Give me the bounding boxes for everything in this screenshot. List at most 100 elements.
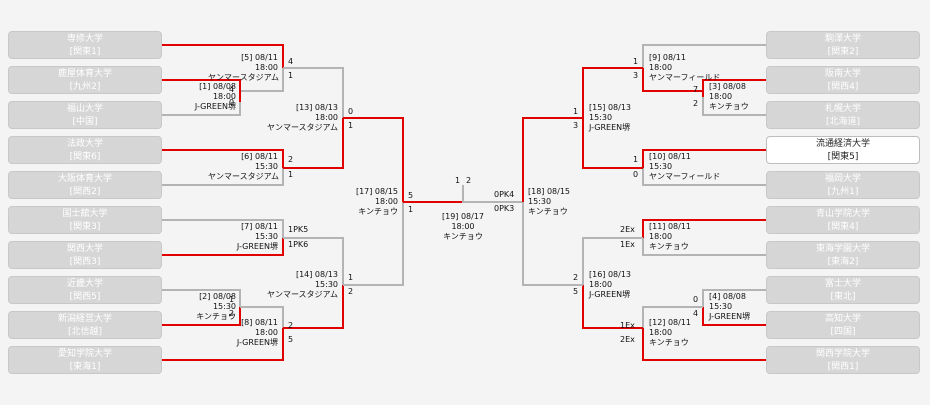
match-venue: J-GREEN堺 [709, 312, 751, 321]
match-venue: J-GREEN堺 [236, 338, 278, 347]
match-time: 15:30 [589, 113, 613, 122]
team-right-8[interactable]: 富士大学[東北] [766, 276, 920, 304]
score-m5-b: 1 [288, 71, 294, 80]
team-left-9[interactable]: 新潟経営大学[北信越] [8, 311, 162, 339]
team-name: 札幌大学 [824, 104, 861, 114]
team-left-5[interactable]: 大阪体育大学[関西2] [8, 171, 162, 199]
match-number-date: [13] 08/13 [295, 103, 338, 112]
team-left-6[interactable]: 国士舘大学[関東3] [8, 206, 162, 234]
team-right-10[interactable]: 関西学院大学[関西1] [766, 346, 920, 374]
match-number-date: [11] 08/11 [649, 222, 692, 231]
match-time: 18:00 [254, 63, 278, 72]
team-right-6[interactable]: 青山学院大学[関東4] [766, 206, 920, 234]
match-number-date: [3] 08/08 [709, 82, 746, 91]
score-m12-b: 2Ex [620, 335, 635, 344]
team-right-7[interactable]: 東海学園大学[東海2] [766, 241, 920, 269]
team-region: [東海1] [69, 362, 101, 372]
score-m19-b: 2 [466, 176, 472, 185]
match-venue: J-GREEN堺 [589, 290, 631, 299]
match-venue: キンチョウ [649, 338, 689, 347]
line-m16-top [582, 237, 643, 285]
team-left-2[interactable]: 鹿屋体育大学[九州2] [8, 66, 162, 94]
line-final-right [462, 185, 523, 203]
team-right-5[interactable]: 福岡大学[九州1] [766, 171, 920, 199]
score-m13-b: 1 [348, 121, 354, 130]
team-name: 青山学院大学 [815, 209, 870, 219]
line-m10-top [642, 149, 766, 168]
line-m3-bot [702, 97, 766, 116]
team-right-2[interactable]: 阪南大学[関西4] [766, 66, 920, 94]
match-number-date: [6] 08/11 [241, 152, 278, 161]
line-m4-top [702, 289, 766, 307]
team-left-8[interactable]: 近畿大学[関西5] [8, 276, 162, 304]
match-time: 18:00 [709, 92, 733, 101]
match-time: 18:00 [649, 232, 673, 241]
match-time: 18:00 [374, 197, 398, 206]
match-venue: J-GREEN堺 [589, 123, 631, 132]
match-number-date: [12] 08/11 [649, 318, 692, 327]
score-m15-a: 1 [573, 107, 579, 116]
score-m1-b: 0 [229, 98, 235, 107]
score-m8-a: 2 [288, 321, 294, 330]
match-venue: ヤンマースタジアム [266, 123, 338, 132]
team-region: [関東2] [827, 47, 859, 57]
match-number-date: [5] 08/11 [241, 53, 278, 62]
team-right-3[interactable]: 札幌大学 [北海道] [766, 101, 920, 129]
team-right-4[interactable]: 流通経済大学[関東5] [766, 136, 920, 164]
score-m2-b: 2 [229, 309, 235, 318]
team-region: [関西1] [827, 362, 859, 372]
line-m12-bot [642, 328, 766, 361]
match-time: 15:30 [212, 302, 236, 311]
team-region: [北海道] [825, 117, 861, 127]
team-left-1[interactable]: 専修大学[関東1] [8, 31, 162, 59]
line-m5-top [162, 44, 284, 68]
team-left-3[interactable]: 福山大学[中国] [8, 101, 162, 129]
line-m17-top [343, 117, 404, 202]
match-number-date: [10] 08/11 [649, 152, 692, 161]
score-m7-b: 1PK6 [288, 240, 309, 249]
score-m17-b: 1 [408, 205, 414, 214]
line-m6-bot [162, 168, 284, 186]
team-right-1[interactable]: 駒澤大学[関東2] [766, 31, 920, 59]
line-m14-top [283, 237, 344, 285]
team-region: [九州1] [827, 187, 859, 197]
team-right-9[interactable]: 高知大学[四国] [766, 311, 920, 339]
team-left-4[interactable]: 法政大学[関東6] [8, 136, 162, 164]
team-left-10[interactable]: 愛知学院大学[東海1] [8, 346, 162, 374]
score-m3-a: 7 [693, 85, 699, 94]
match-venue: J-GREEN堺 [194, 102, 236, 111]
line-m9-bot [642, 68, 703, 92]
match-venue: キンチョウ [196, 312, 236, 321]
line-m14-bot [283, 285, 344, 329]
match-venue: キンチョウ [358, 207, 398, 216]
match-number-date: [7] 08/11 [241, 222, 278, 231]
score-m18-a: 0PK4 [494, 190, 515, 199]
score-m11-a: 2Ex [620, 225, 635, 234]
match-venue: ヤンマースタジアム [266, 290, 338, 299]
team-region: [関西2] [69, 187, 101, 197]
match-time: 15:30 [649, 162, 673, 171]
match-venue: キンチョウ [443, 232, 483, 241]
team-left-7[interactable]: 関西大学[関西3] [8, 241, 162, 269]
line-m10-bot [642, 168, 766, 186]
